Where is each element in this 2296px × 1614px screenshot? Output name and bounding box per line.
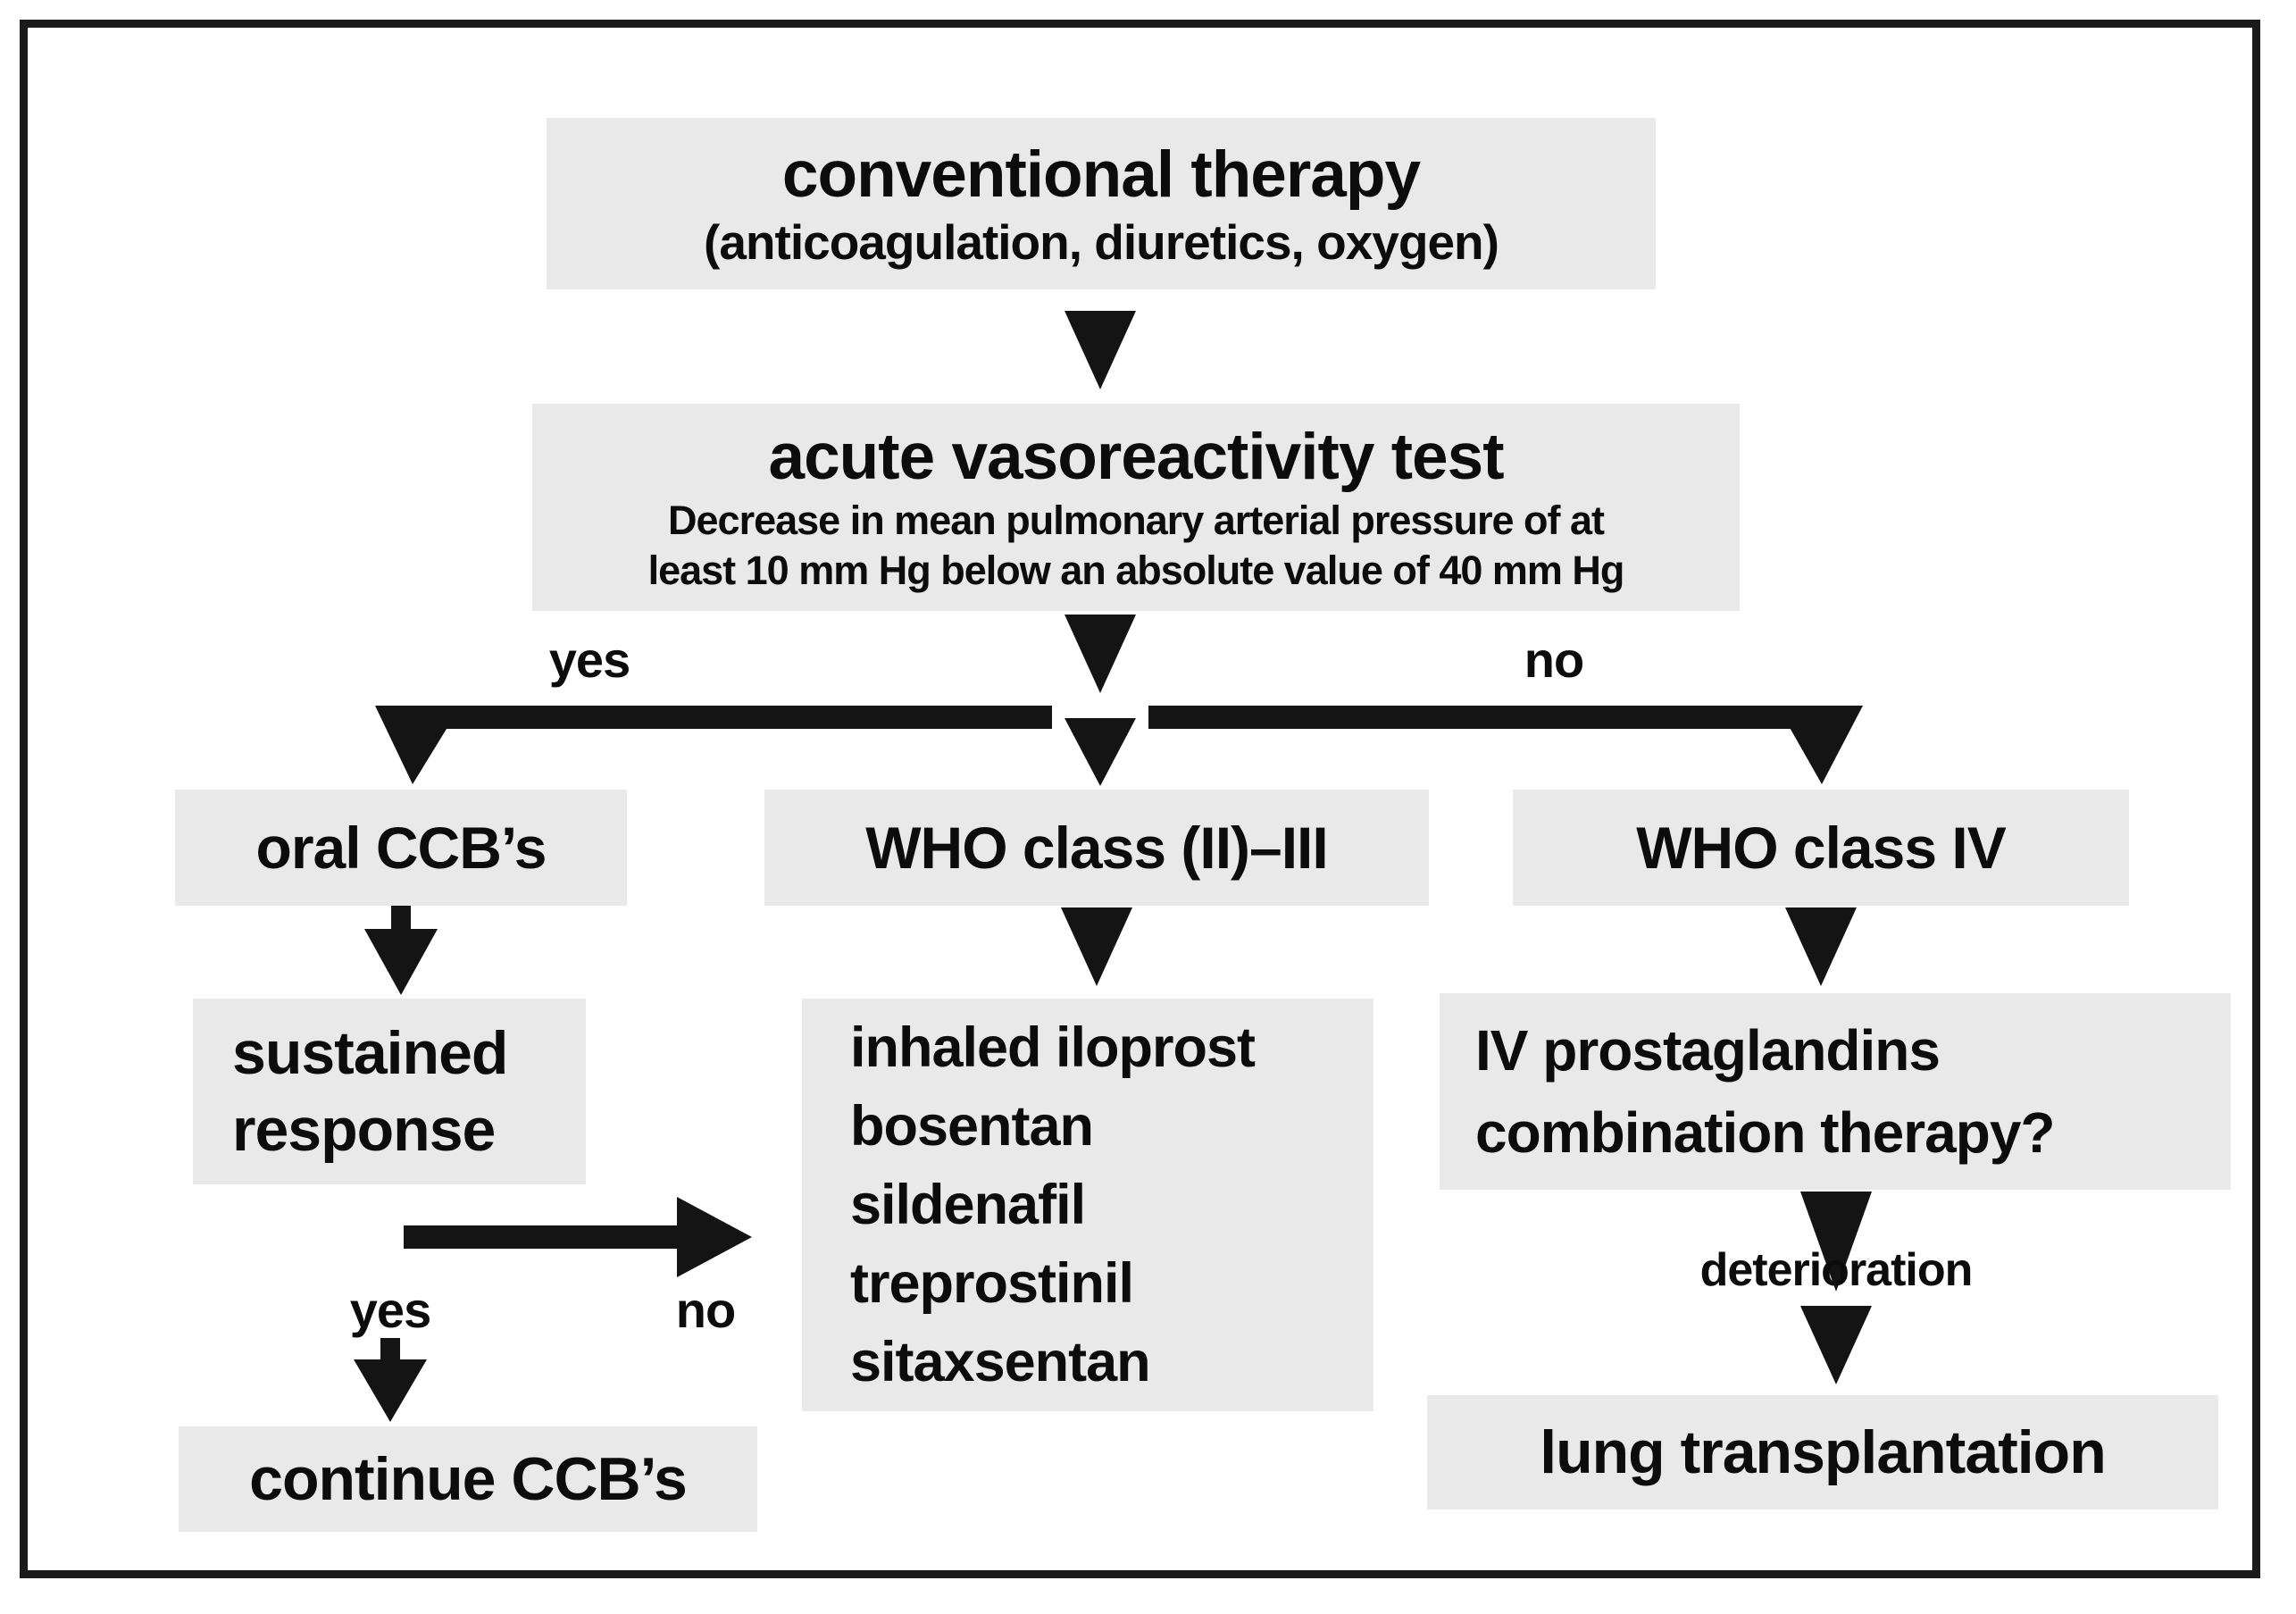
arrow-yes-to-continue-icon [354,1338,427,1422]
node-label: WHO class (II)–III [865,815,1328,881]
arrow-who4-to-ivpg-icon [1785,907,1857,986]
arrow-test-to-branch-icon [1065,615,1136,693]
node-label-line1: sustained [232,1019,508,1087]
node-label: WHO class IV [1636,815,2006,881]
node-label-line2: response [232,1096,496,1164]
arrow-oral-to-sustained-icon [364,906,438,995]
node-who-class-ii-iii: WHO class (II)–III [764,790,1429,906]
node-label-line2: combination therapy? [1475,1100,2055,1165]
branch-arrowhead-left-icon [375,706,461,784]
branch-bar-right [1148,706,1836,729]
node-lung-transplantation: lung transplantation [1427,1395,2218,1509]
arrow-ivpg-to-deterioration-icon [1800,1192,1872,1292]
node-acute-vasoreactivity-test: acute vasoreactivity test Decrease in me… [532,404,1740,611]
arrow-branch-to-who23-icon [1065,718,1136,786]
drug-item: sildenafil [850,1174,1086,1236]
node-label: oral CCB’s [255,815,547,881]
node-continue-ccbs: continue CCB’s [179,1426,757,1532]
node-title: conventional therapy [781,138,1421,211]
node-subtitle: (anticoagulation, diuretics, oxygen) [704,214,1499,270]
arrow-who23-to-drugs-icon [1061,907,1132,986]
node-iv-prostaglandins: IV prostaglandins combination therapy? [1440,993,2231,1190]
node-title: acute vasoreactivity test [768,421,1504,493]
figure-border [20,20,2260,1578]
node-oral-ccbs: oral CCB’s [175,790,627,906]
drug-item: inhaled iloprost [850,1016,1256,1079]
node-pah-drug-list: inhaled iloprost bosentan sildenafil tre… [802,999,1373,1411]
node-sustained-response: sustained response [193,999,586,1184]
branch-arrowhead-right-icon [1777,706,1863,784]
branch-label-yes: yes [548,631,630,688]
drug-item: bosentan [850,1095,1094,1158]
arrow-deterioration-to-lung-icon [1800,1306,1872,1384]
node-label: lung transplantation [1540,1418,2107,1486]
node-note-line1: Decrease in mean pulmonary arterial pres… [668,498,1605,543]
node-label-line1: IV prostaglandins [1475,1018,1941,1083]
sustained-label-no: no [675,1282,736,1338]
node-who-class-iv: WHO class IV [1513,790,2129,906]
arrow-no-to-drugs-shaft [404,1225,677,1249]
sustained-label-yes: yes [349,1282,431,1338]
arrow-no-to-drugs-head-icon [677,1197,752,1277]
node-conventional-therapy: conventional therapy (anticoagulation, d… [547,118,1656,289]
drug-item: treprostinil [850,1252,1134,1315]
drug-item: sitaxsentan [850,1331,1151,1393]
arrow-conventional-to-test-icon [1065,311,1136,389]
branch-bar-left [402,706,1052,729]
deterioration-label: deterioration [1699,1244,1974,1296]
node-label: continue CCB’s [249,1445,688,1513]
node-note-line2: least 10 mm Hg below an absolute value o… [647,548,1625,593]
branch-label-no: no [1524,631,1584,688]
